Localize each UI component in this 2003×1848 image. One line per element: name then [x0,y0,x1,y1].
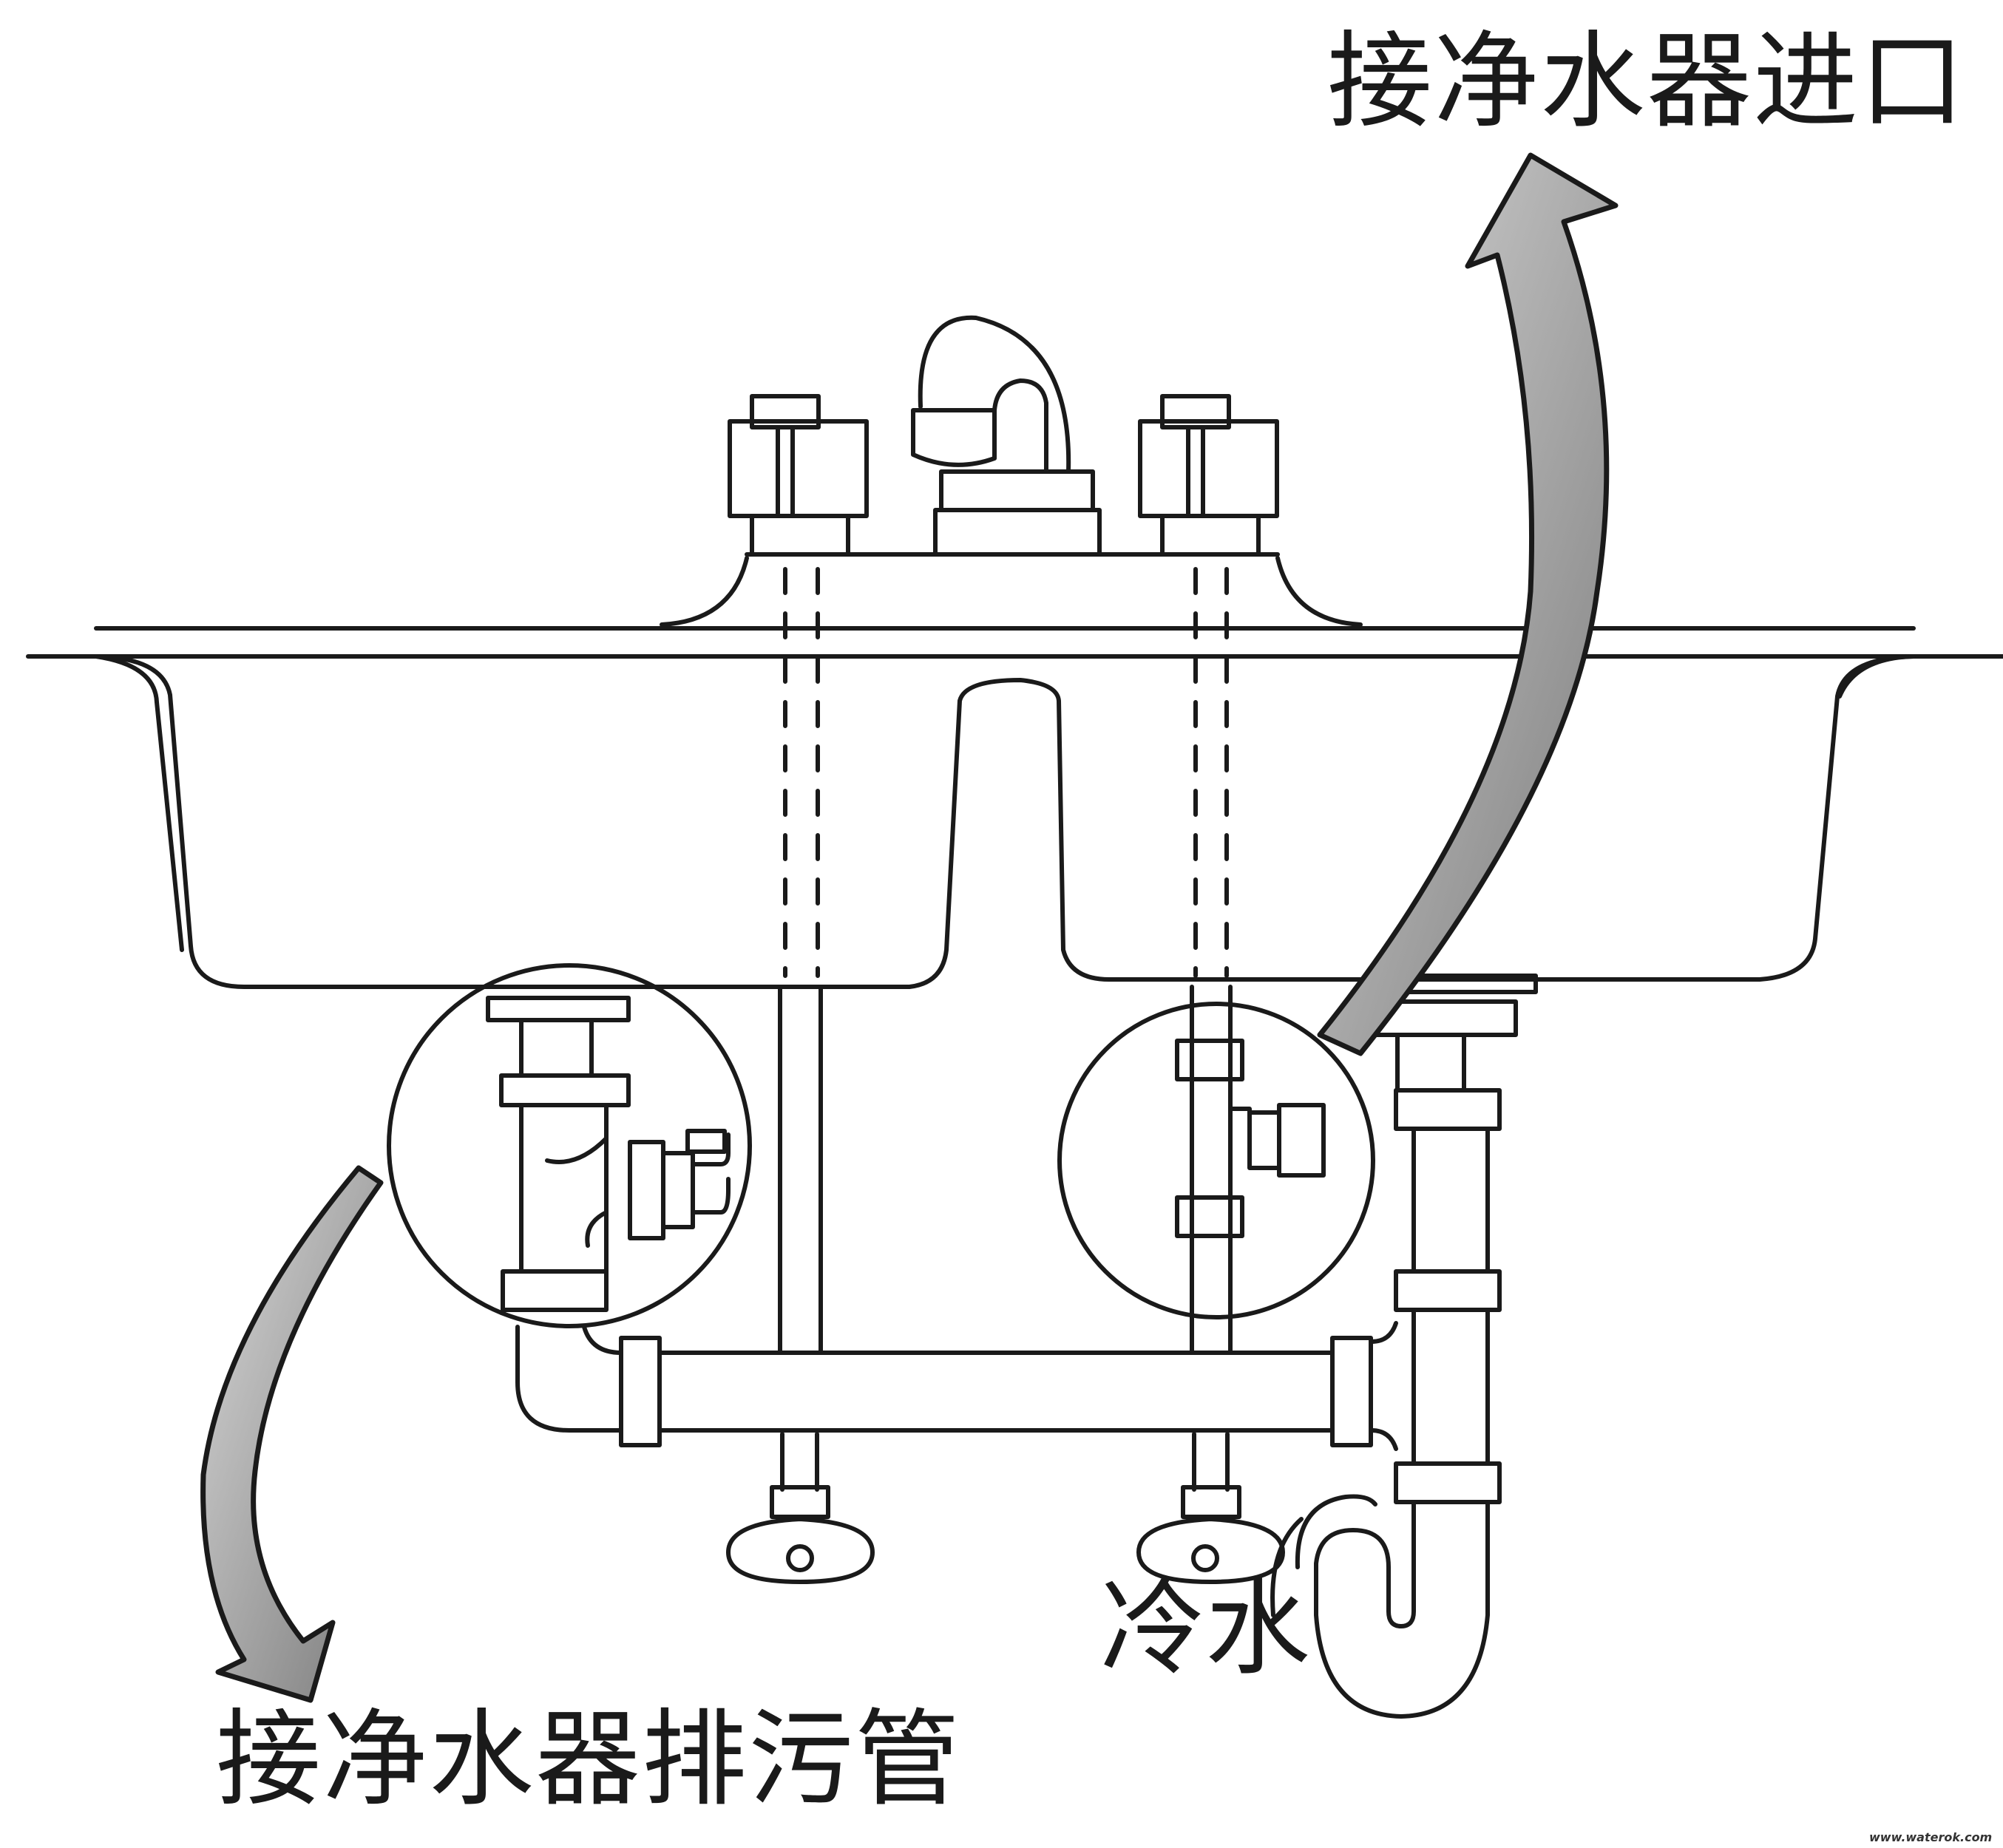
supply-pipes [778,985,1233,1492]
faucet-spout [911,315,1102,557]
arrow-to-drain [200,1165,384,1703]
drain-stack-right [1270,974,1538,1719]
double-sink-basin [94,654,1916,989]
purifier-inlet-label: 接净水器进口 [1327,21,1966,143]
horizontal-waste-pipe [515,1325,1373,1447]
arrow-to-inlet [1317,152,1619,1056]
purifier-drain-label: 接净水器排污管 [216,1699,961,1821]
angle-valve-left [726,1485,875,1584]
right-valve-handle [1138,394,1279,557]
cold-water-tee-detail [1057,1002,1375,1319]
left-valve-handle [728,394,869,557]
faucet-deck-flange [660,556,1363,627]
countertop [26,626,2003,659]
angle-valve-right [1136,1485,1285,1584]
cold-water-label: 冷水 [1100,1568,1310,1690]
drain-tee-detail [387,963,752,1328]
supply-pipes-dashed [783,567,1229,978]
faucet-assembly [728,315,1280,557]
watermark: www.waterok.com [1869,1830,1993,1844]
